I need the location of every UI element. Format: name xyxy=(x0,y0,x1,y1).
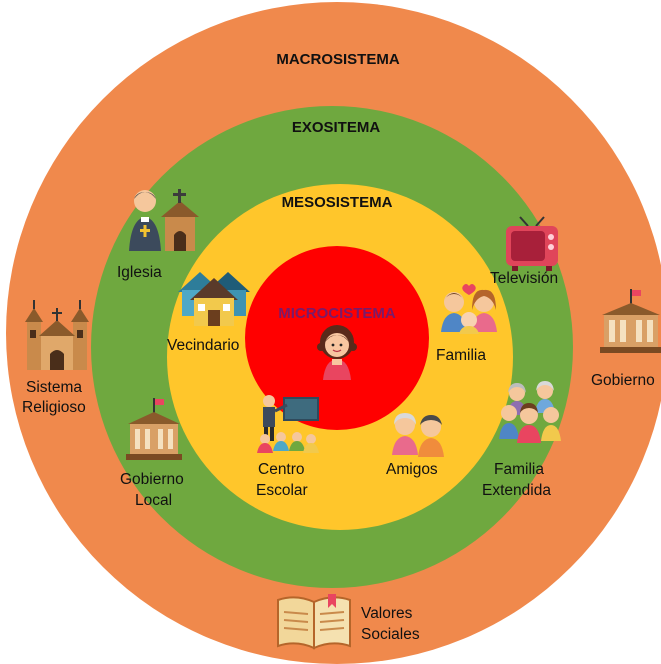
sistema-religioso-label-line2: Religioso xyxy=(22,399,86,416)
television-icon xyxy=(506,216,558,271)
amigos-label: Amigos xyxy=(386,461,438,478)
gobierno-local-label-line1: Gobierno xyxy=(120,471,184,488)
classroom-icon xyxy=(257,395,319,453)
microsystem-title: MICROCISTEMA xyxy=(278,305,396,322)
mesosystem-title: MESOSISTEMA xyxy=(282,194,393,211)
centro-escolar-label-line2: Escolar xyxy=(256,482,308,499)
familia-extendida-label-line2: Extendida xyxy=(482,482,551,499)
friends-icon xyxy=(392,413,444,457)
centro-escolar-label-line1: Centro xyxy=(258,461,305,478)
macrosystem-title: MACROSISTEMA xyxy=(276,51,400,68)
exosystem-title: EXOSITEMA xyxy=(292,119,381,136)
town-hall-icon xyxy=(126,398,182,460)
government-building-icon xyxy=(600,289,661,353)
valores-sociales-label-line2: Sociales xyxy=(361,626,420,643)
sistema-religioso-label-line1: Sistema xyxy=(26,379,82,396)
open-book-icon xyxy=(277,594,351,650)
extended-family-icon xyxy=(499,381,561,443)
vecindario-label: Vecindario xyxy=(167,337,239,354)
priest-church-icon xyxy=(129,189,199,251)
cathedral-icon xyxy=(25,300,89,370)
gobierno-local-label-line2: Local xyxy=(135,492,172,509)
familia-label: Familia xyxy=(436,347,486,364)
valores-sociales-label-line1: Valores xyxy=(361,605,413,622)
family-icon xyxy=(441,284,497,334)
familia-extendida-label-line1: Familia xyxy=(494,461,544,478)
child-girl-icon xyxy=(317,325,357,380)
television-label: Televisión xyxy=(490,270,558,287)
iglesia-label: Iglesia xyxy=(117,264,162,281)
houses-icon xyxy=(178,272,250,326)
gobierno-label: Gobierno xyxy=(591,372,655,389)
